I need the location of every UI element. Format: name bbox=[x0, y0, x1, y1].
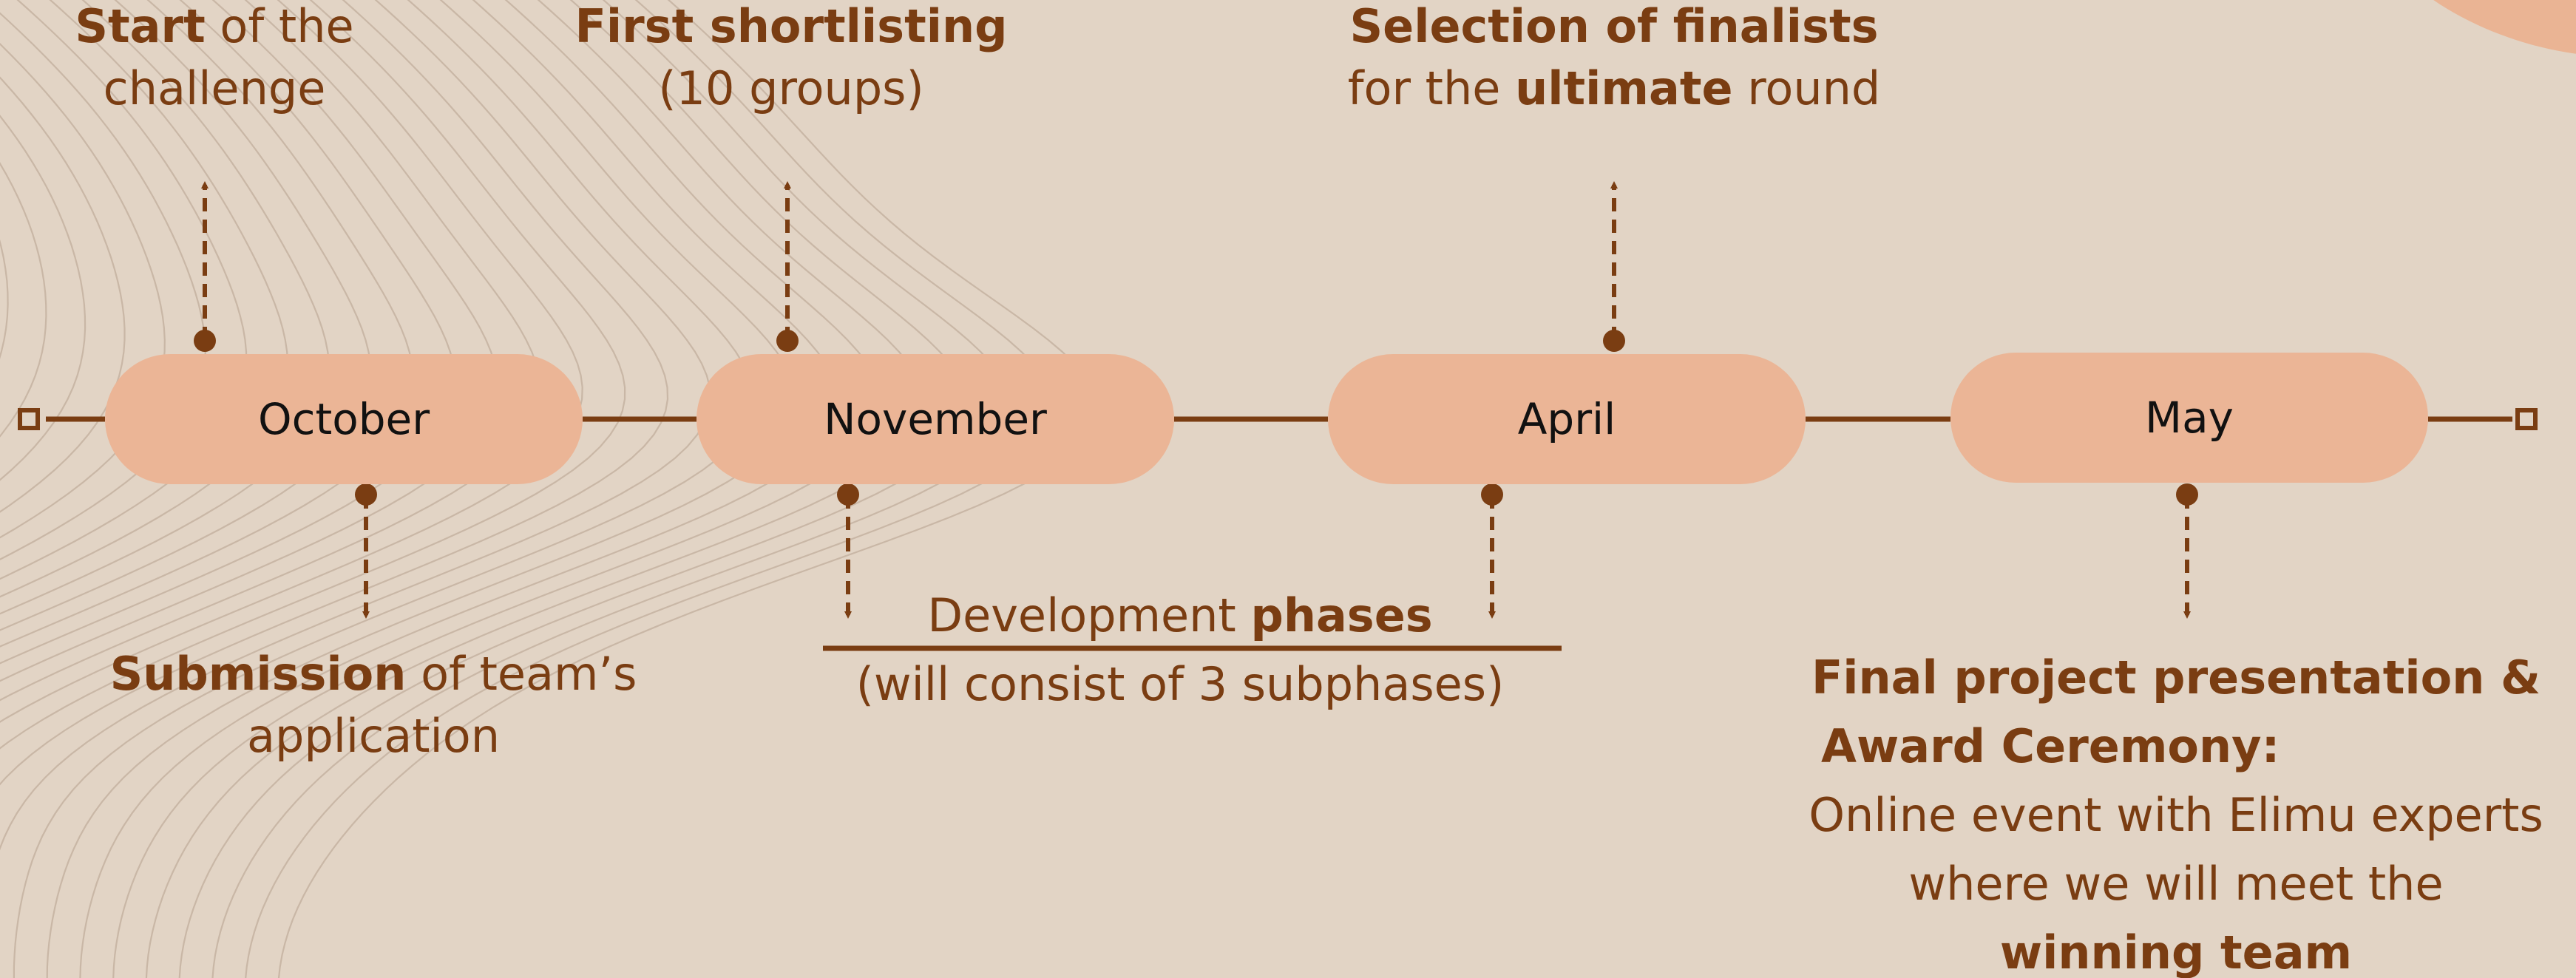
connector-dot bbox=[837, 483, 859, 506]
event-start-rest: of the bbox=[205, 0, 354, 53]
wave-line bbox=[0, 0, 289, 598]
event-submission-line2: application bbox=[247, 708, 500, 763]
month-pill-april: April bbox=[1328, 354, 1806, 484]
event-development-pre: Development bbox=[927, 588, 1251, 642]
wave-line bbox=[0, 12, 206, 560]
wave-line bbox=[0, 76, 126, 513]
wave-line bbox=[0, 0, 499, 682]
wave-line bbox=[46, 0, 798, 978]
wave-line bbox=[0, 0, 331, 615]
wave-line bbox=[0, 0, 373, 631]
wave-line bbox=[0, 115, 87, 481]
connector-dot bbox=[2176, 483, 2198, 506]
wave-line bbox=[112, 0, 883, 978]
event-final-line4: where we will meet the bbox=[1908, 857, 2444, 911]
event-start-bold: Start bbox=[75, 0, 206, 53]
event-selection-pre: for the bbox=[1347, 61, 1516, 115]
event-first-shortlisting: First shortlisting (10 groups) bbox=[532, 0, 1050, 119]
connector-dot bbox=[776, 330, 799, 352]
connector-dot bbox=[194, 330, 216, 352]
month-pill-may: May bbox=[1950, 353, 2428, 483]
event-submission-rest: of team’s bbox=[406, 647, 637, 701]
month-label: October bbox=[257, 394, 430, 444]
month-pill-october: October bbox=[105, 354, 583, 484]
event-start-line2: challenge bbox=[103, 61, 326, 115]
decorative-wave-lines bbox=[0, 0, 1099, 978]
event-final-line1: Final project presentation & bbox=[1811, 651, 2541, 704]
axis-end-square bbox=[2515, 408, 2538, 430]
connector-dot bbox=[355, 483, 377, 506]
month-label: April bbox=[1517, 394, 1616, 444]
connector-dot bbox=[1481, 483, 1503, 506]
event-development-line2: (will consist of 3 subphases) bbox=[855, 657, 1505, 711]
wave-line bbox=[79, 0, 840, 978]
event-development-bold: phases bbox=[1250, 588, 1433, 642]
event-selection-line1: Selection of finalists bbox=[1349, 0, 1879, 53]
wave-line bbox=[0, 0, 626, 750]
month-label: November bbox=[824, 394, 1047, 444]
event-selection-post: round bbox=[1732, 61, 1881, 115]
wave-line bbox=[211, 0, 1012, 978]
event-final-presentation: Final project presentation & Award Cerem… bbox=[1780, 643, 2572, 978]
connector-dot bbox=[1603, 330, 1625, 352]
wave-line bbox=[245, 0, 1055, 978]
wave-line bbox=[0, 0, 248, 580]
corner-decorative-shape bbox=[2372, 0, 2576, 57]
event-submission: Submission of team’s application bbox=[59, 643, 688, 767]
month-label: May bbox=[2145, 393, 2234, 443]
wave-line bbox=[0, 42, 166, 539]
wave-line bbox=[0, 0, 712, 851]
event-selection-finalists: Selection of finalists for the ultimate … bbox=[1244, 0, 1984, 119]
wave-line bbox=[13, 0, 755, 978]
event-first-shortlisting-line1: First shortlisting bbox=[574, 0, 1008, 53]
event-selection-bold: ultimate bbox=[1515, 61, 1733, 115]
event-final-line3: Online event with Elimu experts bbox=[1809, 788, 2543, 842]
event-final-line5: winning team bbox=[1999, 926, 2353, 978]
wave-line bbox=[178, 0, 969, 978]
wave-line bbox=[0, 0, 414, 648]
event-start-challenge: Start of the challenge bbox=[30, 0, 399, 119]
event-first-shortlisting-line2: (10 groups) bbox=[658, 61, 924, 115]
event-final-line2: Award Ceremony: bbox=[1821, 719, 2280, 773]
wave-line bbox=[0, 0, 541, 702]
wave-line bbox=[0, 0, 669, 786]
axis-start-square bbox=[18, 408, 40, 430]
month-pill-november: November bbox=[696, 354, 1174, 484]
event-development-phases: Development phases (will consist of 3 su… bbox=[810, 581, 1550, 719]
wave-line bbox=[0, 0, 583, 723]
event-submission-bold: Submission bbox=[109, 647, 407, 701]
wave-line bbox=[277, 0, 1099, 978]
